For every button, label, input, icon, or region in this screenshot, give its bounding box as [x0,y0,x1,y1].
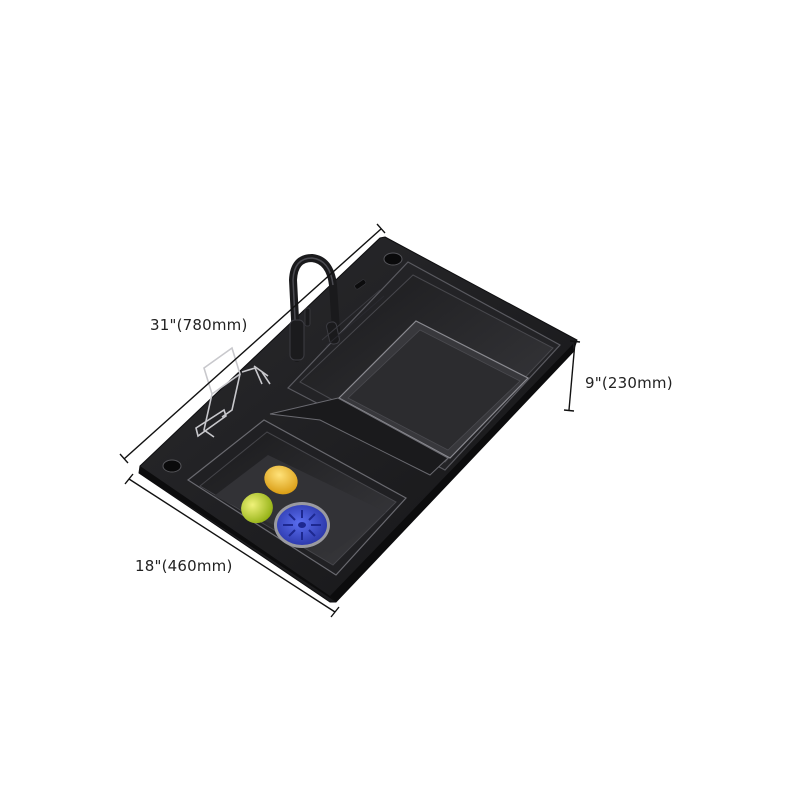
lime [241,492,273,524]
accessory-slots [321,279,385,347]
faucet-base [289,319,305,361]
sink-front-edge [139,466,336,602]
sink-right-edge [330,344,573,602]
sink [138,236,578,603]
width-dimension-label: 18"(460mm) [135,557,233,575]
deck-hole-top [383,252,403,266]
dimension-lines [119,223,581,618]
deck-hole-bottom [162,459,182,473]
length-dimension-label: 31"(780mm) [150,316,248,334]
faucet-handle [304,307,311,327]
length-dimension-line [123,228,382,460]
depth-dimension-label: 9"(230mm) [585,374,673,392]
lemon [264,465,298,495]
tray-inner [347,329,521,451]
drain-strainer [274,502,330,548]
depth-dimension-line [568,341,576,411]
step-ledge [269,397,449,476]
width-dimension-line [128,478,336,613]
chrome-rack [195,346,271,438]
